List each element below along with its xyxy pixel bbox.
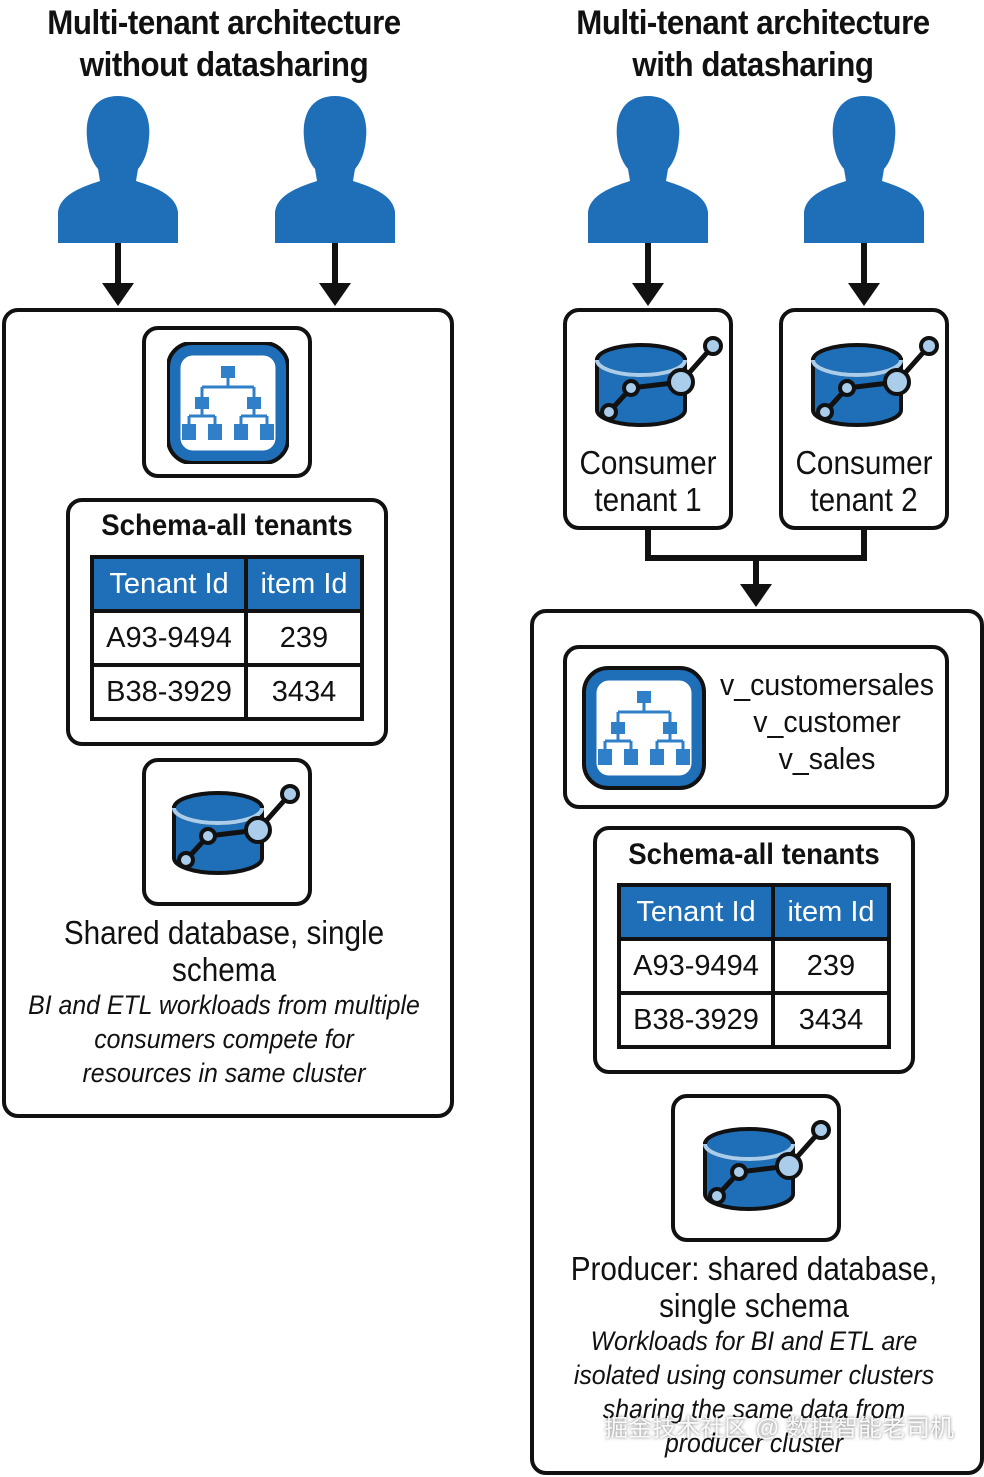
note-line: BI and ETL workloads from multiple xyxy=(28,990,420,1020)
schema-title: Schema-all tenants xyxy=(101,509,353,542)
column-header: Tenant Id xyxy=(90,555,248,613)
table-row: A93-9494 239 xyxy=(617,937,891,995)
arrow-head xyxy=(319,283,351,306)
table-header-row: Tenant Id item Id xyxy=(617,883,891,941)
schema-icon xyxy=(582,666,706,790)
left-title-line: without datasharing xyxy=(79,46,369,84)
table-cell: 3434 xyxy=(771,991,891,1049)
view-name: v_customersales xyxy=(720,667,934,702)
tenant-table: Tenant Id item Id A93-9494 239 B38-3929 … xyxy=(90,555,364,721)
column-header: item Id xyxy=(244,555,364,613)
label-line: Shared database, single xyxy=(63,914,385,951)
table-cell: B38-3929 xyxy=(617,991,775,1049)
table-row: A93-9494 239 xyxy=(90,609,364,667)
note-line: producer cluster xyxy=(664,1428,844,1458)
label-line: Consumer xyxy=(579,444,717,481)
arrow-head xyxy=(102,283,134,306)
note-line: consumers compete for xyxy=(94,1024,354,1054)
right-title-line: with datasharing xyxy=(632,46,874,84)
table-cell: B38-3929 xyxy=(90,663,248,721)
label-line: Consumer xyxy=(795,444,933,481)
table-cell: A93-9494 xyxy=(617,937,775,995)
column-header: item Id xyxy=(771,883,891,941)
schema-icon xyxy=(167,342,289,464)
label-line: schema xyxy=(171,951,277,988)
table-cell: A93-9494 xyxy=(90,609,248,667)
column-header: Tenant Id xyxy=(617,883,775,941)
arrow-head xyxy=(740,584,772,607)
database-icon xyxy=(563,308,733,448)
label-line: single schema xyxy=(659,1287,849,1324)
note-line: resources in same cluster xyxy=(82,1058,366,1088)
table-cell: 239 xyxy=(771,937,891,995)
user-icon xyxy=(58,96,178,243)
view-name: v_customer xyxy=(753,704,901,739)
table-header-row: Tenant Id item Id xyxy=(90,555,364,613)
producer-db-note: Workloads for BI and ETL are isolated us… xyxy=(548,1324,960,1460)
table-cell: 3434 xyxy=(244,663,364,721)
consumer-tenant-1-label: Consumer tenant 1 xyxy=(572,444,725,518)
user-icon xyxy=(275,96,395,243)
table-cell: 239 xyxy=(244,609,364,667)
note-line: isolated using consumer clusters xyxy=(573,1360,935,1390)
user-icon xyxy=(804,96,924,243)
database-icon xyxy=(142,758,312,906)
label-line: tenant 1 xyxy=(594,481,702,518)
tenant-table: Tenant Id item Id A93-9494 239 B38-3929 … xyxy=(617,883,891,1049)
watermark-text: 掘金技术社区 @ 数据智能老司机 xyxy=(604,1415,954,1442)
note-line: Workloads for BI and ETL are xyxy=(590,1326,918,1356)
label-line: tenant 2 xyxy=(810,481,918,518)
arrow-head xyxy=(632,283,664,306)
view-list: v_customersales v_customer v_sales xyxy=(719,666,934,777)
right-title-line: Multi-tenant architecture xyxy=(576,4,930,42)
producer-db-label: Producer: shared database, single schema xyxy=(552,1250,955,1324)
consumer-tenant-2-label: Consumer tenant 2 xyxy=(788,444,941,518)
shared-db-label: Shared database, single schema xyxy=(22,914,425,988)
database-icon xyxy=(671,1094,841,1242)
note-line: sharing the same data from xyxy=(602,1394,906,1424)
table-row: B38-3929 3434 xyxy=(90,663,364,721)
schema-title: Schema-all tenants xyxy=(628,838,880,871)
arrow-head xyxy=(848,283,880,306)
left-title: Multi-tenant architecture without datash… xyxy=(18,2,430,86)
left-title-line: Multi-tenant architecture xyxy=(47,4,401,42)
view-name: v_sales xyxy=(778,741,876,776)
merge-connector xyxy=(645,528,867,586)
table-row: B38-3929 3434 xyxy=(617,991,891,1049)
user-icon xyxy=(588,96,708,243)
shared-db-note: BI and ETL workloads from multiple consu… xyxy=(18,988,430,1090)
right-title: Multi-tenant architecture with datashari… xyxy=(546,2,960,86)
label-line: Producer: shared database, xyxy=(570,1250,938,1287)
database-icon xyxy=(779,308,949,448)
